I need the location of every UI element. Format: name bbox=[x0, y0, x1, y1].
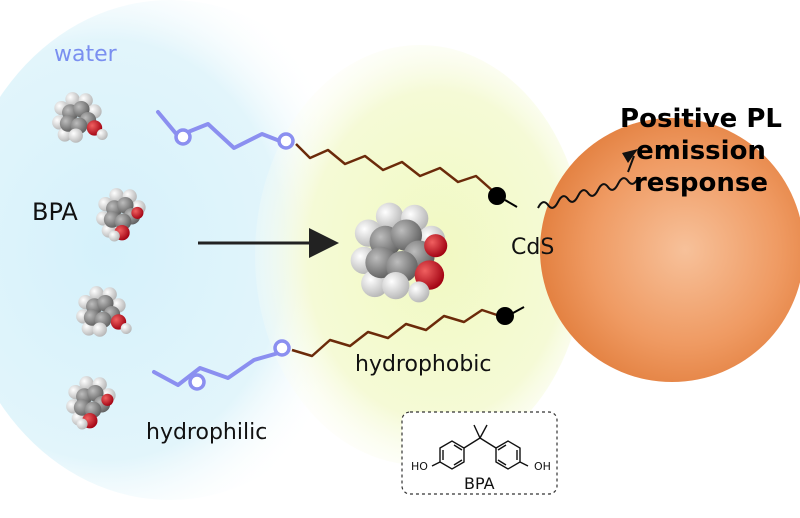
bottom-hydrophilic-chain bbox=[152, 350, 284, 387]
top-anchor-dot bbox=[488, 187, 506, 205]
hydrophobic-label: hydrophobic bbox=[355, 352, 492, 377]
structure-oh-label: OH bbox=[534, 460, 551, 473]
bottom-anchor-dot bbox=[496, 307, 514, 325]
bpa-molecule-water-4 bbox=[66, 376, 116, 430]
response-line-1: Positive PL bbox=[620, 104, 782, 134]
bottom-ether-oxygen-1 bbox=[188, 373, 206, 391]
bpa-molecule-bound bbox=[350, 202, 448, 303]
bpa-structure-drawing bbox=[431, 424, 529, 470]
bpa-molecule-water-1 bbox=[52, 92, 108, 143]
response-line-2: emission bbox=[636, 136, 766, 166]
structure-name-label: BPA bbox=[464, 474, 495, 493]
bottom-hydrophobic-chain bbox=[291, 308, 501, 358]
water-label: water bbox=[54, 42, 117, 67]
bpa-molecule-water-3 bbox=[76, 286, 132, 337]
top-hydrophilic-chain bbox=[156, 110, 287, 150]
response-label: Positive PL emission response bbox=[612, 103, 790, 199]
hydrophilic-label: hydrophilic bbox=[146, 420, 268, 445]
top-ether-oxygen-1 bbox=[174, 128, 192, 146]
top-ether-oxygen-2 bbox=[277, 132, 295, 150]
cds-label: CdS bbox=[511, 235, 555, 260]
response-line-3: response bbox=[633, 168, 769, 198]
structure-ho-label: HO bbox=[411, 460, 428, 473]
bpa-molecule-water-2 bbox=[96, 188, 146, 242]
bottom-ether-oxygen-2 bbox=[273, 339, 291, 357]
emission-arrow bbox=[537, 177, 639, 209]
bpa-label: BPA bbox=[32, 198, 78, 226]
bpa-structure-box bbox=[401, 411, 558, 495]
top-hydrophobic-chain bbox=[295, 143, 495, 193]
